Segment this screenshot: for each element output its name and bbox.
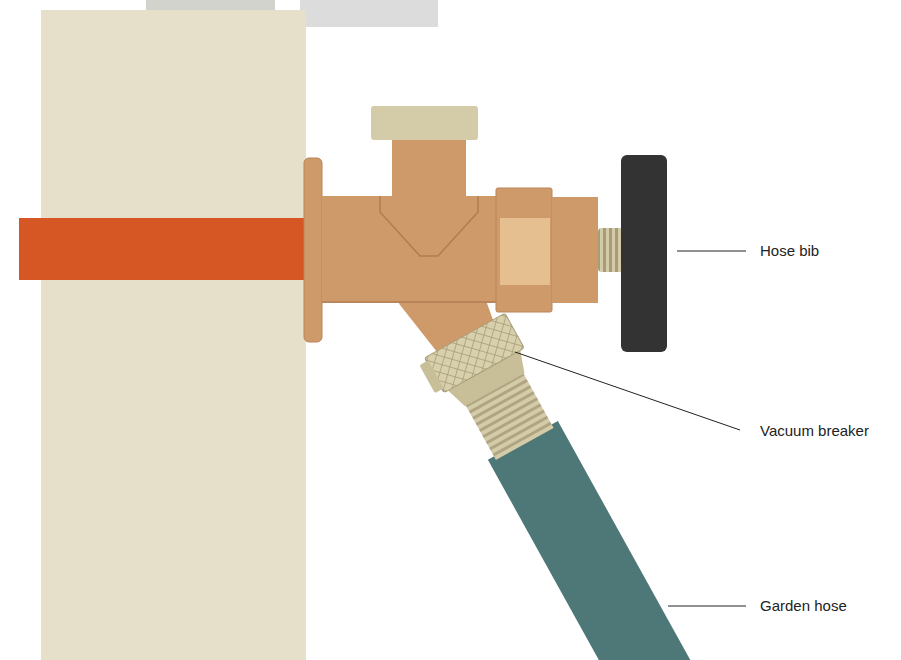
handle	[621, 155, 667, 352]
nut-face	[500, 218, 550, 285]
part-label: Vacuum breaker	[760, 422, 869, 440]
garden-hose	[488, 421, 718, 660]
supply-pipe	[19, 218, 307, 280]
packing-nut	[496, 188, 552, 312]
nut-edge	[419, 360, 443, 393]
part-label: Garden hose	[760, 597, 847, 615]
flange	[304, 158, 322, 342]
hose-assembly	[388, 261, 723, 660]
wall	[41, 10, 306, 660]
cap	[371, 106, 478, 140]
leader-line	[677, 251, 746, 252]
leader-line	[668, 606, 746, 607]
valve-end	[552, 197, 598, 303]
stem	[598, 228, 624, 272]
top-bar	[300, 0, 438, 27]
part-label: Hose bib	[760, 242, 819, 260]
leader-line	[515, 352, 740, 430]
